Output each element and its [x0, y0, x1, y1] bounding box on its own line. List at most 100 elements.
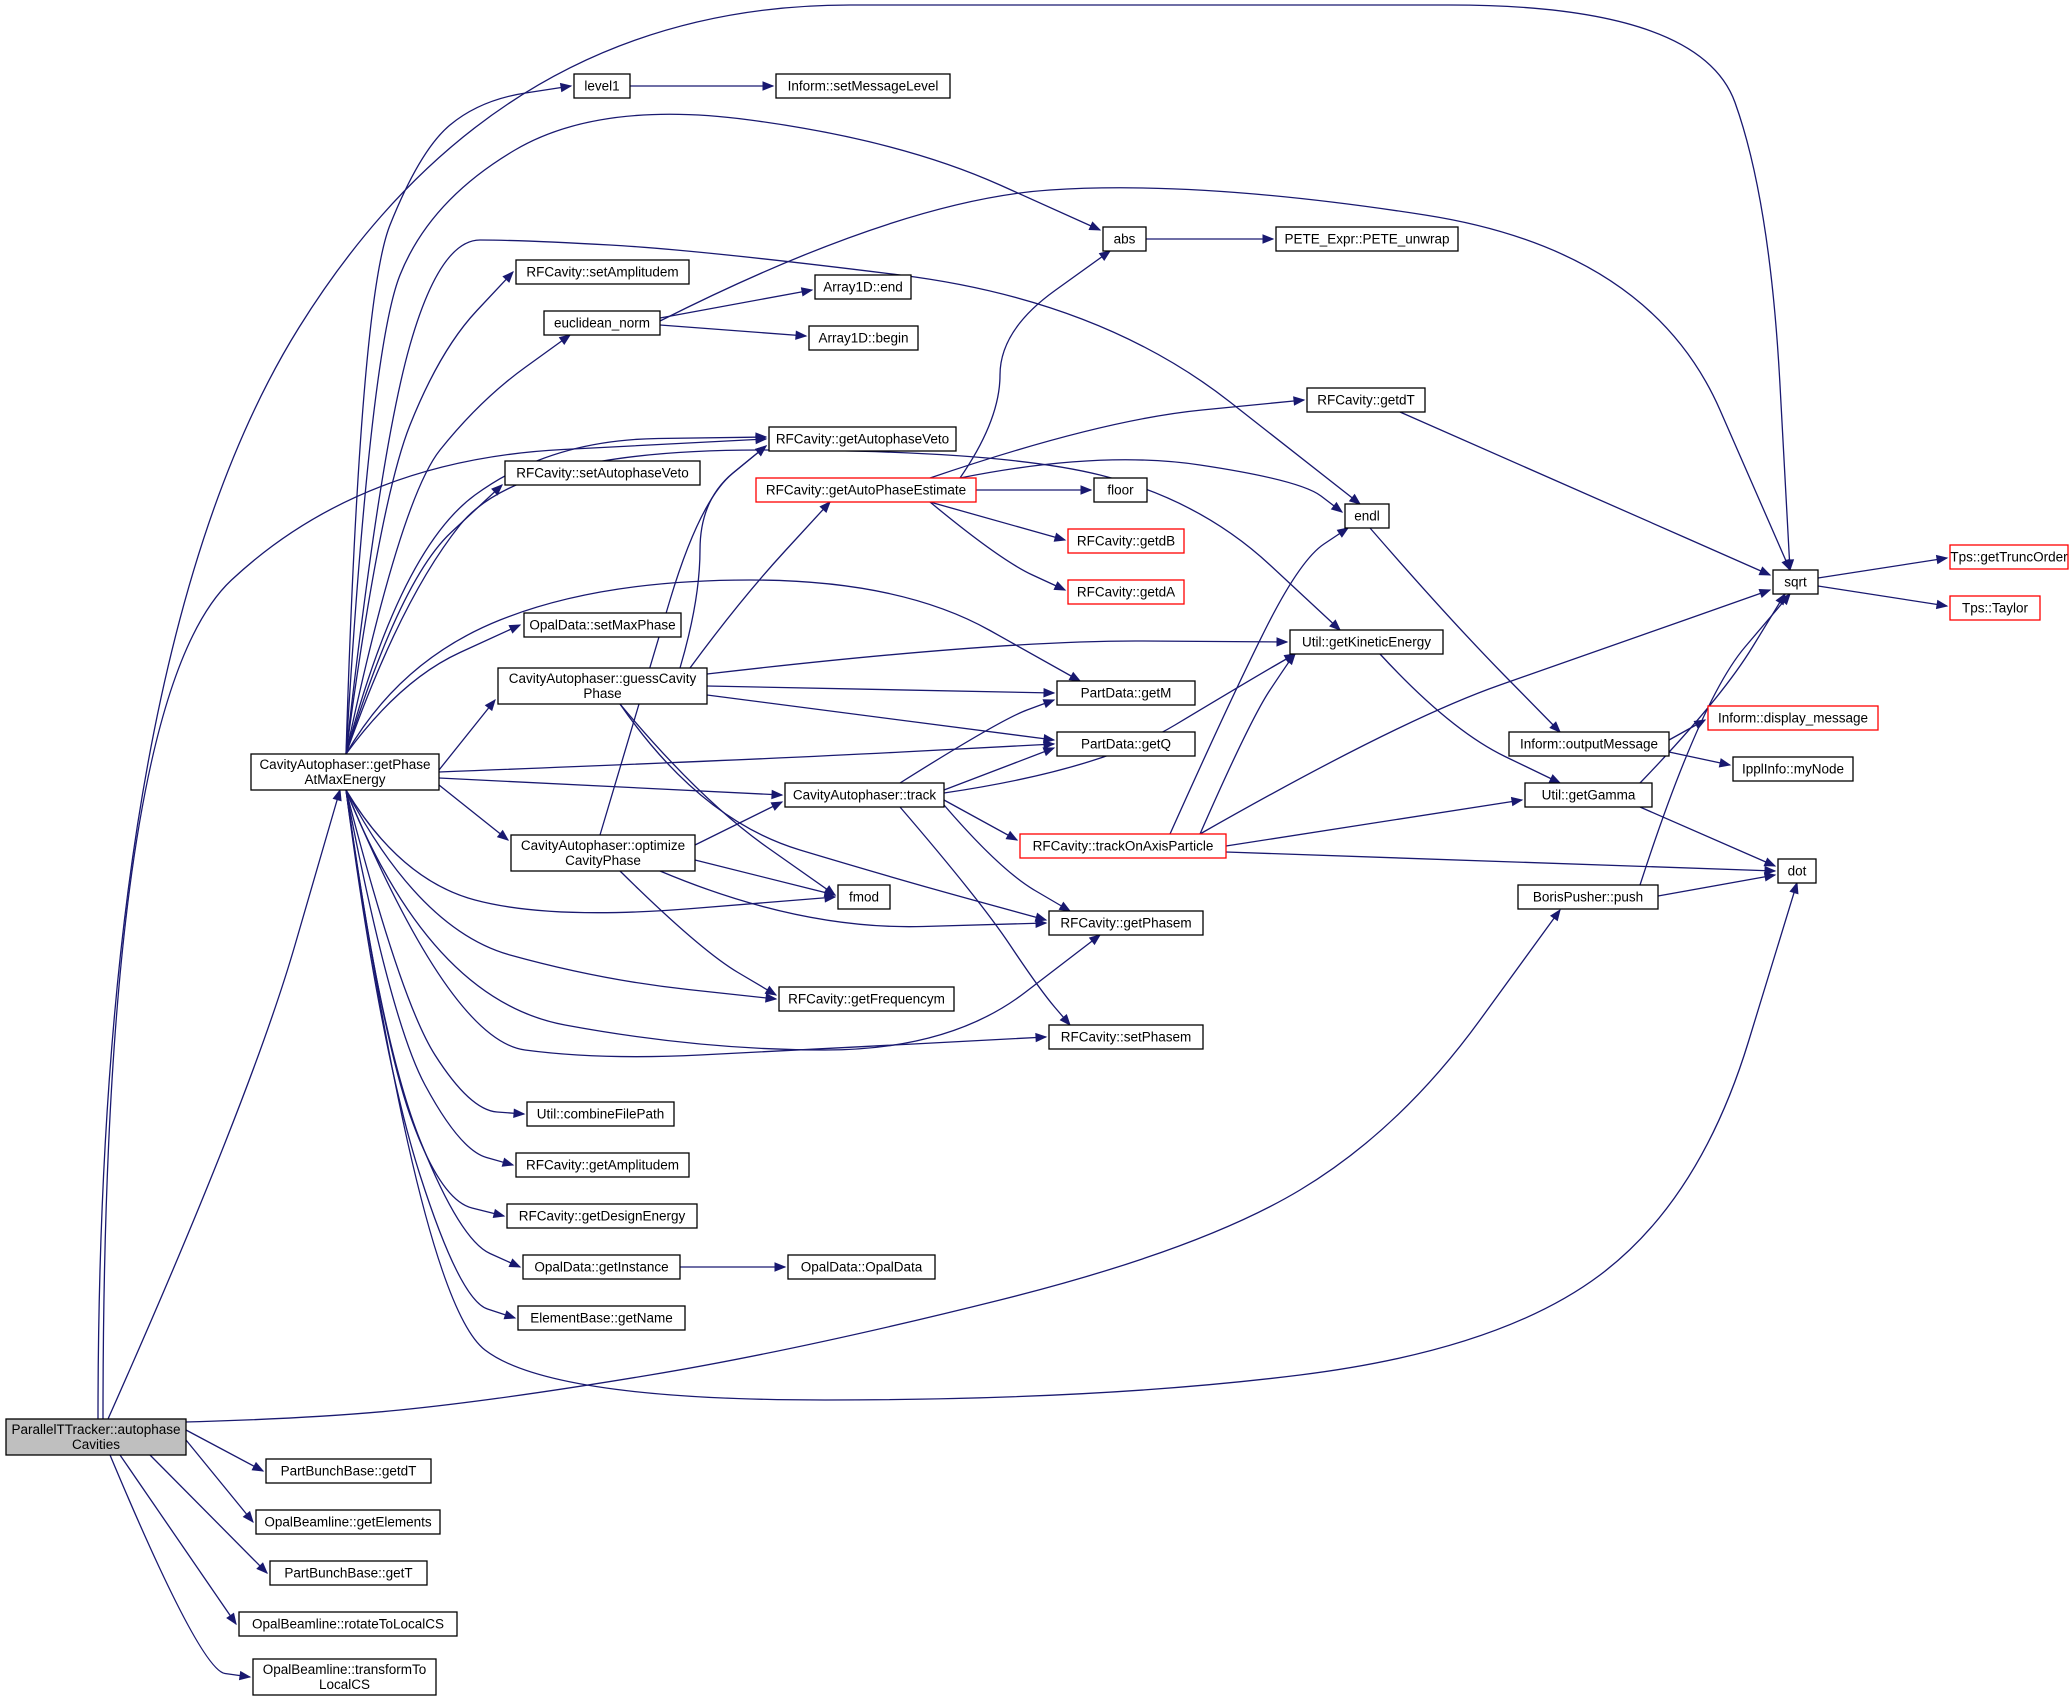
node-box[interactable]	[778, 986, 955, 1012]
node-box[interactable]	[1275, 226, 1459, 252]
node-box[interactable]	[1508, 731, 1670, 757]
node-getelems[interactable]: OpalBeamline::getElements	[255, 1509, 441, 1535]
node-push[interactable]: BorisPusher::push	[1517, 884, 1659, 910]
node-box[interactable]	[238, 1611, 458, 1637]
node-getveto[interactable]: RFCavity::getAutophaseVeto	[768, 426, 957, 452]
node-endl[interactable]: endl	[1344, 503, 1390, 529]
node-box[interactable]	[497, 667, 708, 705]
node-box[interactable]	[1102, 226, 1147, 252]
node-box[interactable]	[1732, 756, 1854, 782]
node-eucl[interactable]: euclidean_norm	[543, 310, 661, 336]
node-box[interactable]	[5, 1418, 187, 1456]
node-a1end[interactable]: Array1D::end	[814, 274, 912, 300]
node-setphasem[interactable]: RFCavity::setPhasem	[1048, 1024, 1204, 1050]
node-trackaxis[interactable]: RFCavity::trackOnAxisParticle	[1019, 833, 1227, 859]
node-box[interactable]	[1048, 910, 1204, 936]
node-box[interactable]	[1772, 569, 1819, 595]
node-getest[interactable]: RFCavity::getAutoPhaseEstimate	[755, 477, 977, 503]
node-sqrt[interactable]: sqrt	[1772, 569, 1819, 595]
node-box[interactable]	[504, 460, 701, 486]
node-getgamma[interactable]: Util::getGamma	[1524, 782, 1653, 808]
node-box[interactable]	[1093, 477, 1148, 503]
node-box[interactable]	[1344, 503, 1390, 529]
node-box[interactable]	[522, 1254, 681, 1280]
node-truncord[interactable]: Tps::getTruncOrder	[1949, 544, 2069, 570]
node-getq[interactable]: PartData::getQ	[1056, 731, 1196, 757]
node-getinst[interactable]: OpalData::getInstance	[522, 1254, 681, 1280]
node-box[interactable]	[1056, 680, 1196, 706]
node-box[interactable]	[1707, 705, 1879, 731]
node-outmsg[interactable]: Inform::outputMessage	[1508, 731, 1670, 757]
node-box[interactable]	[1048, 1024, 1204, 1050]
node-box[interactable]	[1289, 629, 1444, 655]
node-box[interactable]	[573, 73, 631, 99]
node-box[interactable]	[787, 1254, 936, 1280]
node-track[interactable]: CavityAutophaser::track	[784, 782, 945, 808]
node-box[interactable]	[768, 426, 957, 452]
node-fmod[interactable]: fmod	[837, 884, 891, 910]
node-dot[interactable]: dot	[1777, 858, 1817, 884]
node-combine[interactable]: Util::combineFilePath	[526, 1101, 675, 1127]
node-getdt_rf[interactable]: RFCavity::getdT	[1306, 387, 1426, 413]
node-box[interactable]	[252, 1658, 437, 1696]
node-floor[interactable]: floor	[1093, 477, 1148, 503]
node-dispmsg[interactable]: Inform::display_message	[1707, 705, 1879, 731]
node-getfreq[interactable]: RFCavity::getFrequencym	[778, 986, 955, 1012]
node-box[interactable]	[523, 612, 682, 638]
node-a1begin[interactable]: Array1D::begin	[808, 325, 919, 351]
node-getname[interactable]: ElementBase::getName	[517, 1305, 686, 1331]
node-box[interactable]	[255, 1509, 441, 1535]
node-getda[interactable]: RFCavity::getdA	[1067, 579, 1185, 605]
node-getm[interactable]: PartData::getM	[1056, 680, 1196, 706]
node-getdesign[interactable]: RFCavity::getDesignEnergy	[506, 1203, 698, 1229]
node-getampl[interactable]: RFCavity::getAmplitudem	[515, 1152, 690, 1178]
node-pete[interactable]: PETE_Expr::PETE_unwrap	[1275, 226, 1459, 252]
node-pbgetdt[interactable]: PartBunchBase::getdT	[265, 1458, 432, 1484]
node-box[interactable]	[784, 782, 945, 808]
node-opaldata[interactable]: OpalData::OpalData	[787, 1254, 936, 1280]
node-box[interactable]	[1019, 833, 1227, 859]
node-box[interactable]	[1777, 858, 1817, 884]
node-box[interactable]	[755, 477, 977, 503]
node-level1[interactable]: level1	[573, 73, 631, 99]
node-setmsg[interactable]: Inform::setMessageLevel	[775, 73, 951, 99]
node-box[interactable]	[837, 884, 891, 910]
node-box[interactable]	[515, 259, 690, 285]
node-rotate[interactable]: OpalBeamline::rotateToLocalCS	[238, 1611, 458, 1637]
node-setveto[interactable]: RFCavity::setAutophaseVeto	[504, 460, 701, 486]
node-box[interactable]	[515, 1152, 690, 1178]
node-setmaxph[interactable]: OpalData::setMaxPhase	[523, 612, 682, 638]
node-box[interactable]	[269, 1560, 428, 1586]
node-box[interactable]	[1524, 782, 1653, 808]
node-box[interactable]	[506, 1203, 698, 1229]
node-getphasem[interactable]: RFCavity::getPhasem	[1048, 910, 1204, 936]
node-box[interactable]	[1067, 528, 1185, 554]
node-box[interactable]	[250, 753, 440, 791]
node-box[interactable]	[1056, 731, 1196, 757]
node-box[interactable]	[265, 1458, 432, 1484]
node-mynode[interactable]: IpplInfo::myNode	[1732, 756, 1854, 782]
node-box[interactable]	[1517, 884, 1659, 910]
node-box[interactable]	[510, 834, 696, 872]
node-box[interactable]	[1949, 595, 2041, 621]
node-taylor[interactable]: Tps::Taylor	[1949, 595, 2041, 621]
node-box[interactable]	[543, 310, 661, 336]
node-box[interactable]	[814, 274, 912, 300]
node-box[interactable]	[1067, 579, 1185, 605]
node-box[interactable]	[775, 73, 951, 99]
node-pbgett[interactable]: PartBunchBase::getT	[269, 1560, 428, 1586]
node-box[interactable]	[1949, 544, 2069, 570]
node-box[interactable]	[517, 1305, 686, 1331]
node-getke[interactable]: Util::getKineticEnergy	[1289, 629, 1444, 655]
node-setampl[interactable]: RFCavity::setAmplitudem	[515, 259, 690, 285]
node-box[interactable]	[1306, 387, 1426, 413]
node-box[interactable]	[808, 325, 919, 351]
node-box[interactable]	[526, 1101, 675, 1127]
node-abs[interactable]: abs	[1102, 226, 1147, 252]
node-getdb[interactable]: RFCavity::getdB	[1067, 528, 1185, 554]
